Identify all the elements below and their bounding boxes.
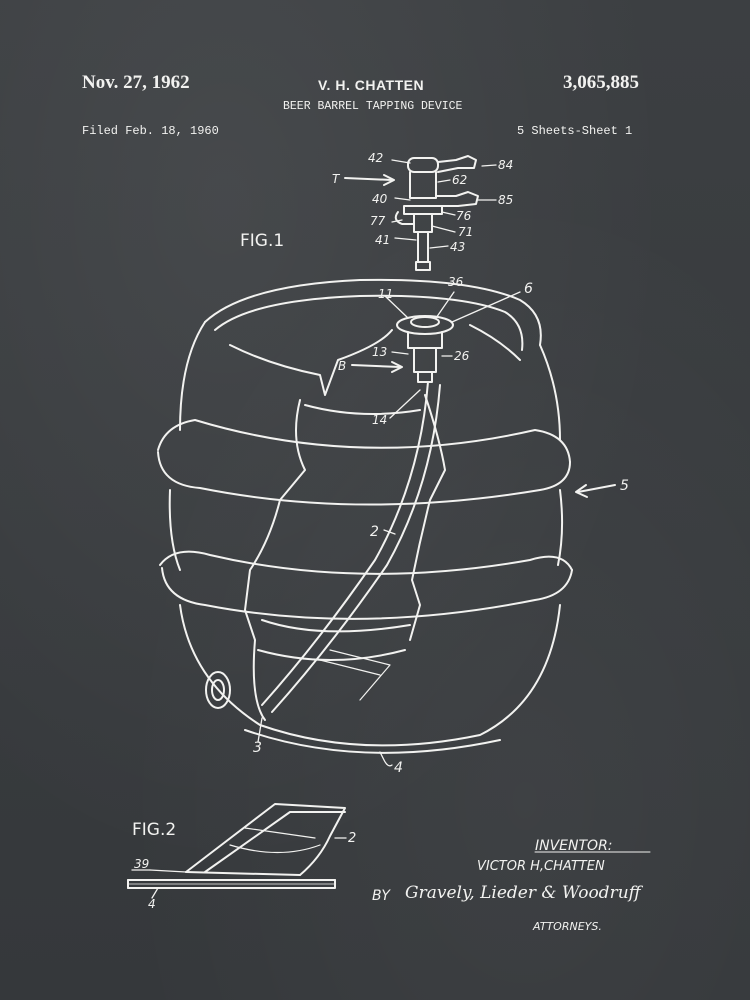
ref-76: 76 (456, 209, 472, 223)
ref-84: 84 (498, 158, 513, 172)
barrel (157, 278, 573, 754)
ref-6: 6 (524, 281, 533, 297)
ref-13: 13 (372, 345, 387, 359)
fig2-drawing (127, 803, 347, 899)
patent-number: 3,065,885 (563, 72, 639, 93)
ref-14: 14 (372, 413, 387, 427)
by-label: BY (372, 888, 391, 904)
ref-36: 36 (448, 275, 464, 289)
ref-43: 43 (450, 240, 465, 254)
ref-5: 5 (620, 478, 629, 494)
tap-assembly (394, 155, 479, 271)
arrow-B (351, 364, 401, 368)
arrow-T-head (383, 174, 395, 186)
ref-26: 26 (454, 349, 470, 363)
ref-40: 40 (372, 192, 388, 206)
leader-lines (257, 159, 521, 767)
arrow-5-head (575, 484, 588, 498)
fig1-label: FIG.1 (240, 231, 284, 251)
filed-date: Filed Feb. 18, 1960 (82, 124, 219, 138)
fig2-ref-2: 2 (348, 831, 356, 846)
arrow-B-head (391, 361, 403, 373)
ref-T: T (332, 172, 341, 186)
ref-85: 85 (498, 193, 513, 207)
attorneys-signature: Gravely, Lieder & Woodruff (405, 883, 644, 903)
ref-2: 2 (370, 524, 379, 540)
ref-42: 42 (368, 151, 383, 165)
ref-41: 41 (375, 233, 390, 247)
patent-date: Nov. 27, 1962 (82, 72, 190, 93)
fig2-label: FIG.2 (132, 820, 176, 840)
inventor-label: INVENTOR: (535, 838, 613, 854)
attorneys-label: ATTORNEYS. (532, 920, 602, 933)
ref-B: B (338, 359, 346, 373)
arrow-T (344, 177, 393, 181)
arrow-5 (577, 484, 616, 493)
ref-3: 3 (253, 740, 262, 756)
patent-title: BEER BARREL TAPPING DEVICE (283, 100, 463, 113)
ref-11: 11 (378, 287, 393, 301)
fig2-ref-4: 4 (148, 897, 156, 911)
ref-77: 77 (370, 214, 386, 228)
ref-62: 62 (452, 173, 467, 187)
fig2-ref-39: 39 (134, 857, 149, 871)
inventor-name: VICTOR H,CHATTEN (477, 859, 605, 874)
ref-71: 71 (458, 225, 473, 239)
sheet-count: 5 Sheets-Sheet 1 (517, 124, 633, 138)
inventor-header: V. H. CHATTEN (318, 77, 425, 93)
ref-4: 4 (394, 760, 403, 776)
